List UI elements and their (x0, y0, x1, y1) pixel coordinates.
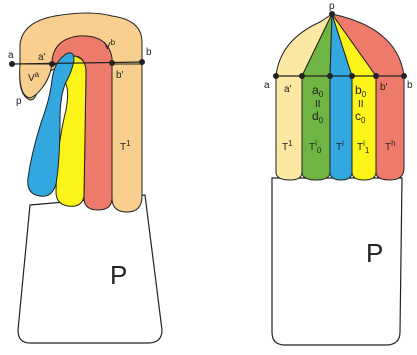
left-diagram: a a' b b' Va Vb p T1 P (8, 13, 162, 343)
right-label-big-p: P (366, 238, 383, 268)
left-label-b-prime: b' (116, 70, 124, 81)
right-dot-a0 (327, 73, 333, 79)
right-dot-a (273, 73, 279, 79)
left-label-a: a (8, 50, 14, 61)
left-p-body (18, 195, 162, 343)
left-dot-a (9, 61, 15, 67)
right-label-a: a (264, 80, 270, 91)
left-label-p-small: p (16, 96, 22, 107)
left-dot-b (139, 59, 145, 65)
left-label-a-prime: a' (38, 52, 46, 63)
left-t1-segment (112, 64, 142, 212)
left-dot-b-prime (109, 60, 115, 66)
right-label-a-prime: a' (284, 84, 292, 95)
right-label-p-small: p (329, 1, 335, 12)
right-dot-b (401, 73, 407, 79)
right-label-b: b (407, 80, 413, 91)
right-label-b-prime: b' (380, 82, 388, 93)
right-dot-b0 (349, 73, 355, 79)
left-dot-a-prime (49, 61, 55, 67)
right-ti-column (330, 76, 352, 180)
right-dot-b-prime (373, 73, 379, 79)
right-dot-a-prime (299, 73, 305, 79)
right-diagram: p a a' b b' a0 II d0 b0 II c0 T1 Ti0 Ti … (264, 1, 413, 345)
left-label-big-p: P (110, 260, 127, 290)
left-label-b: b (146, 47, 152, 58)
